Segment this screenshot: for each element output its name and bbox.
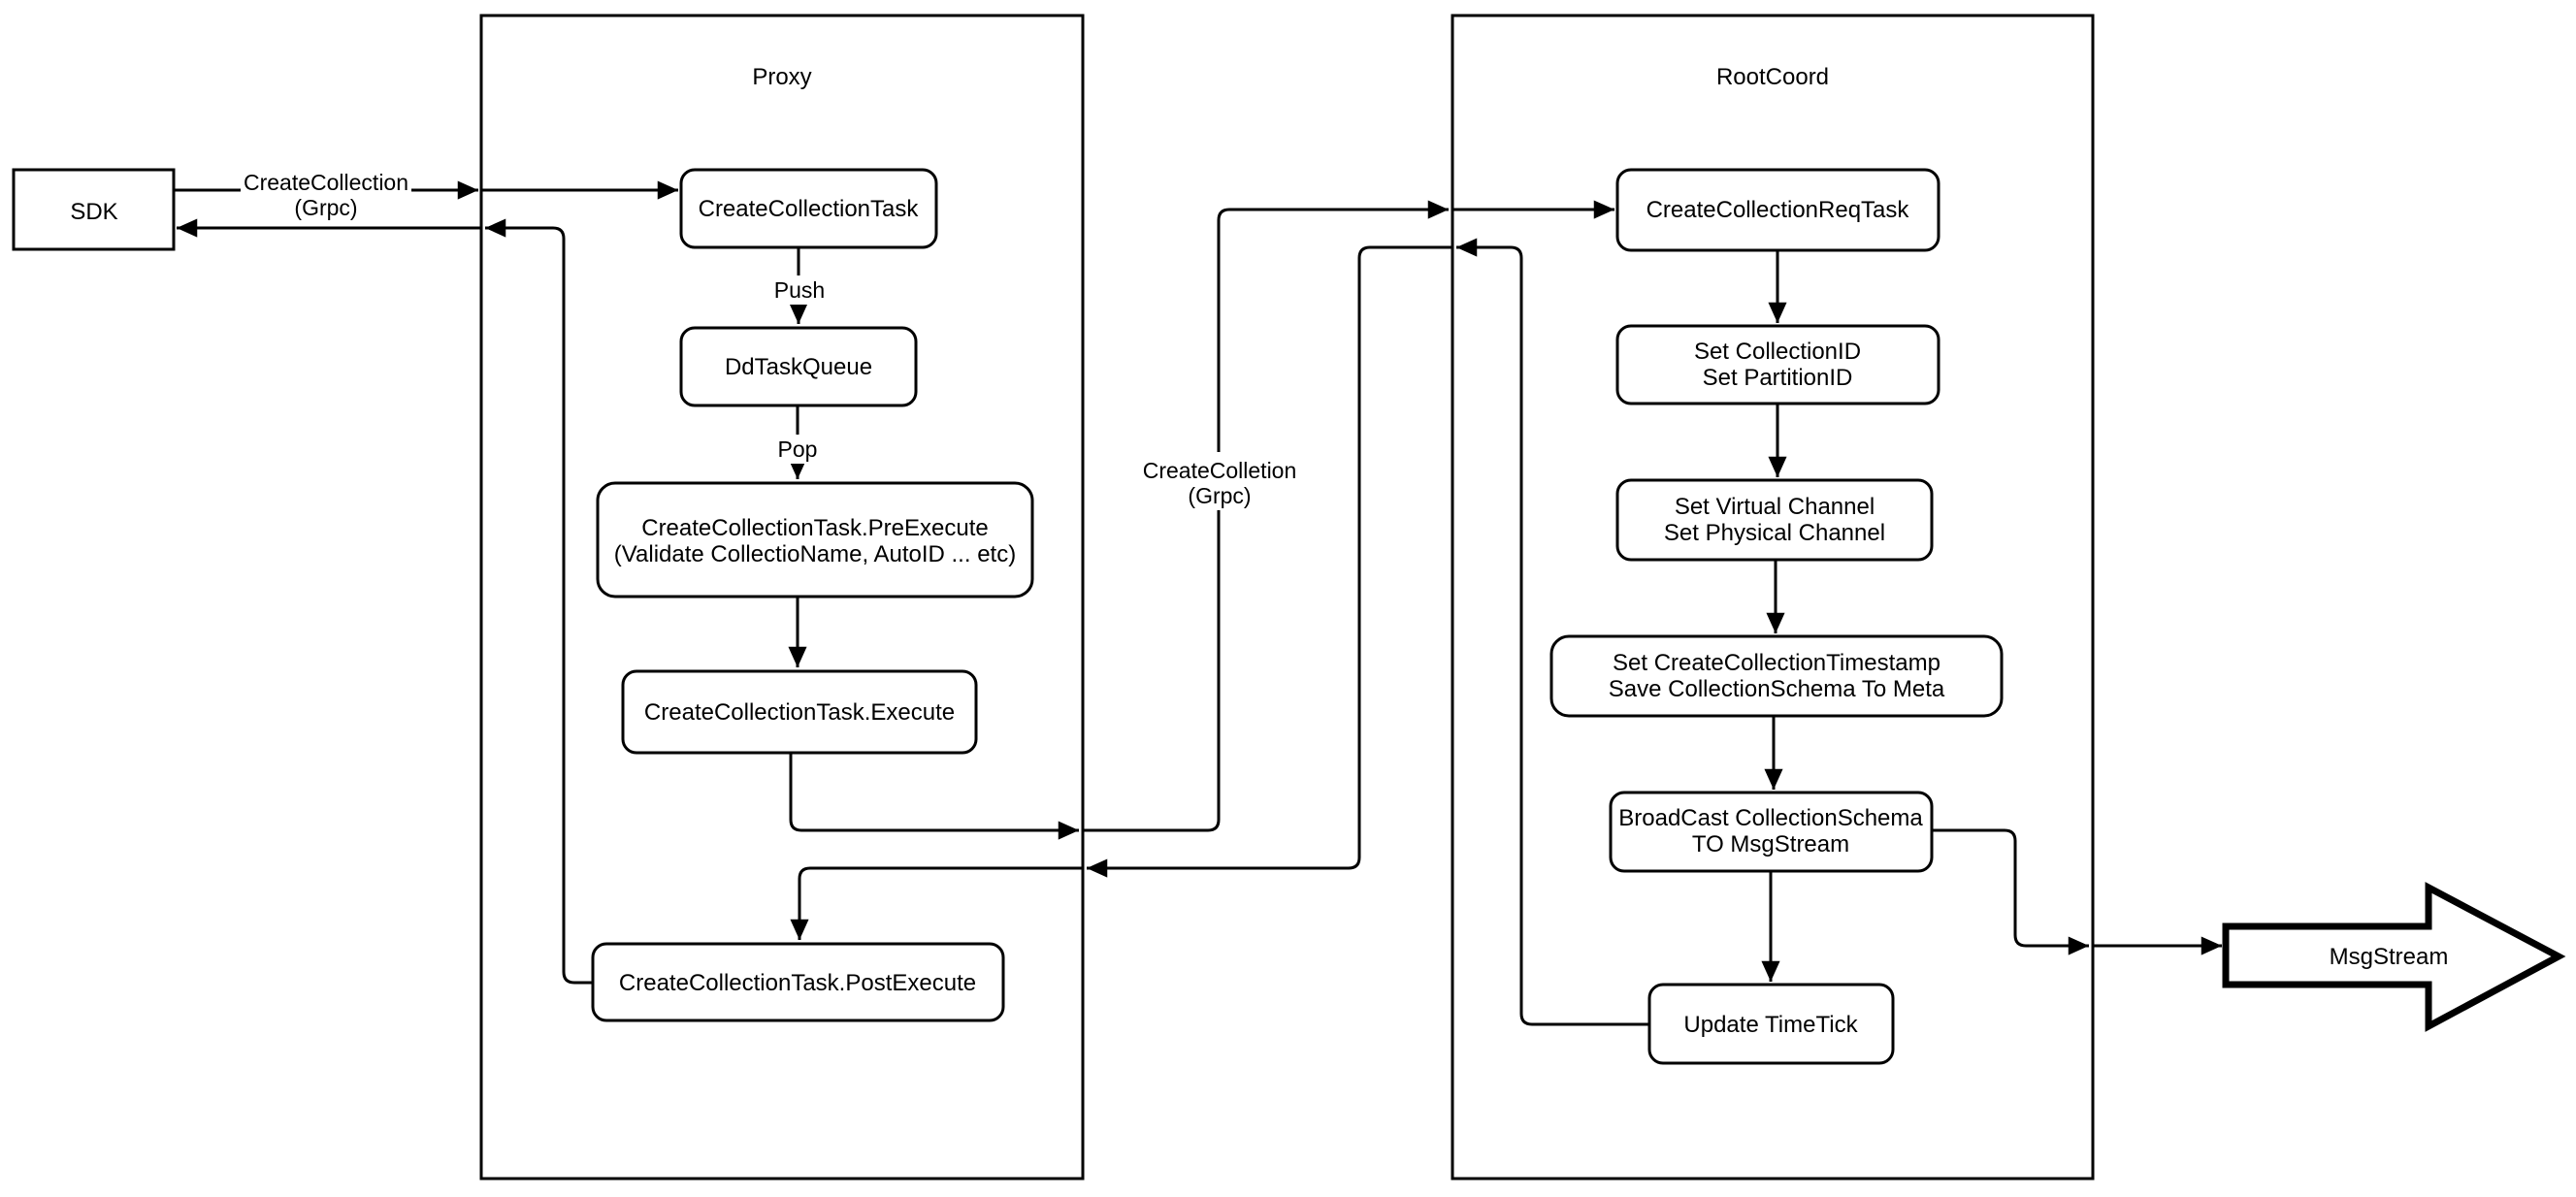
execute-label: CreateCollectionTask.Execute xyxy=(644,699,955,726)
rootcoord-container: RootCoord xyxy=(1451,14,2095,1181)
edge-label-sdk-grpc-line2: (Grpc) xyxy=(294,195,357,220)
edge-label-mid-grpc-line1: CreateColletion xyxy=(1143,458,1297,483)
edges xyxy=(172,180,2222,1026)
edge-label-pop-text: Pop xyxy=(778,437,818,462)
pre-execute-box xyxy=(596,481,1034,598)
node-set-channels: Set Virtual Channel Set Physical Channel xyxy=(1615,478,1934,562)
node-broadcast: BroadCast CollectionSchema TO MsgStream xyxy=(1609,791,1934,873)
edge-label-sdk-grpc: CreateCollection (Grpc) xyxy=(241,167,411,221)
edge-gap-return-to-proxy-border xyxy=(1087,245,1451,878)
req-task-box xyxy=(1615,168,1940,252)
sdk-box xyxy=(12,168,176,251)
node-create-collection-task: CreateCollectionTask xyxy=(679,168,938,249)
sdk-node: SDK xyxy=(12,168,176,251)
proxy-container: Proxy xyxy=(479,14,1085,1181)
set-timestamp-label-line2: Save CollectionSchema To Meta xyxy=(1609,676,1945,702)
create-collection-task-box xyxy=(679,168,938,249)
edge-gap-to-rootcoord-border xyxy=(1084,200,1449,832)
proxy-container-border xyxy=(479,14,1085,1181)
edge-execute-to-proxy-border xyxy=(789,754,1079,840)
set-timestamp-box xyxy=(1549,634,2004,718)
edge-label-sdk-grpc-line1: CreateCollection xyxy=(244,170,408,195)
msgstream-node: MsgStream xyxy=(2222,882,2566,1032)
edge-postexecute-to-proxy-border xyxy=(485,218,593,985)
node-set-timestamp: Set CreateCollectionTimestamp Save Colle… xyxy=(1549,634,2004,718)
pre-execute-label-line2: (Validate CollectioName, AutoID ... etc) xyxy=(614,541,1016,567)
set-channels-label-line1: Set Virtual Channel xyxy=(1675,494,1875,520)
node-execute: CreateCollectionTask.Execute xyxy=(621,669,978,755)
broadcast-label-line2: TO MsgStream xyxy=(1692,831,1849,857)
edge-label-mid-grpc-line2: (Grpc) xyxy=(1188,483,1251,508)
set-channels-label-line2: Set Physical Channel xyxy=(1664,520,1885,546)
set-ids-box xyxy=(1615,324,1940,405)
node-create-collection-req-task: CreateCollectionReqTask xyxy=(1615,168,1940,252)
dd-task-queue-label: DdTaskQueue xyxy=(725,354,872,380)
node-post-execute: CreateCollectionTask.PostExecute xyxy=(591,942,1005,1022)
node-set-ids: Set CollectionID Set PartitionID xyxy=(1615,324,1940,405)
execute-box xyxy=(621,669,978,755)
edge-label-pop: Pop xyxy=(773,435,822,464)
rootcoord-title: RootCoord xyxy=(1716,64,1829,90)
edge-return-to-postexecute xyxy=(790,866,1082,940)
edge-label-push: Push xyxy=(771,275,828,305)
msgstream-label: MsgStream xyxy=(2330,944,2449,970)
edge-label-push-text: Push xyxy=(774,277,825,303)
edge-updatetimetick-to-rootcoord-border xyxy=(1456,238,1649,1026)
broadcast-label-line1: BroadCast CollectionSchema xyxy=(1618,805,1923,831)
edge-label-pop-bg xyxy=(773,435,822,464)
set-ids-label-line2: Set PartitionID xyxy=(1703,365,1853,391)
set-channels-box xyxy=(1615,478,1934,562)
set-ids-label-line1: Set CollectionID xyxy=(1694,339,1861,365)
update-timetick-box xyxy=(1647,983,1895,1065)
set-timestamp-label-line1: Set CreateCollectionTimestamp xyxy=(1613,650,1940,676)
sdk-label: SDK xyxy=(70,199,117,225)
rootcoord-container-border xyxy=(1451,14,2095,1181)
post-execute-box xyxy=(591,942,1005,1022)
proxy-title: Proxy xyxy=(752,64,811,90)
edge-label-mid-grpc-bg xyxy=(1137,452,1304,510)
edge-label-mid-grpc: CreateColletion (Grpc) xyxy=(1137,452,1304,510)
node-pre-execute: CreateCollectionTask.PreExecute (Validat… xyxy=(596,481,1034,598)
msgstream-big-arrow-icon xyxy=(2222,882,2566,1032)
dd-task-queue-box xyxy=(679,326,918,407)
node-update-timetick: Update TimeTick xyxy=(1647,983,1895,1065)
update-timetick-label: Update TimeTick xyxy=(1683,1012,1858,1038)
req-task-label: CreateCollectionReqTask xyxy=(1647,197,1910,223)
create-collection-task-label: CreateCollectionTask xyxy=(699,196,920,222)
node-dd-task-queue: DdTaskQueue xyxy=(679,326,918,407)
post-execute-label: CreateCollectionTask.PostExecute xyxy=(619,970,976,996)
edge-label-sdk-grpc-bg xyxy=(241,167,411,221)
broadcast-box xyxy=(1609,791,1934,873)
edge-broadcast-to-rootcoord-border xyxy=(1933,828,2089,955)
edge-label-push-bg xyxy=(771,275,828,305)
pre-execute-label-line1: CreateCollectionTask.PreExecute xyxy=(641,515,989,541)
